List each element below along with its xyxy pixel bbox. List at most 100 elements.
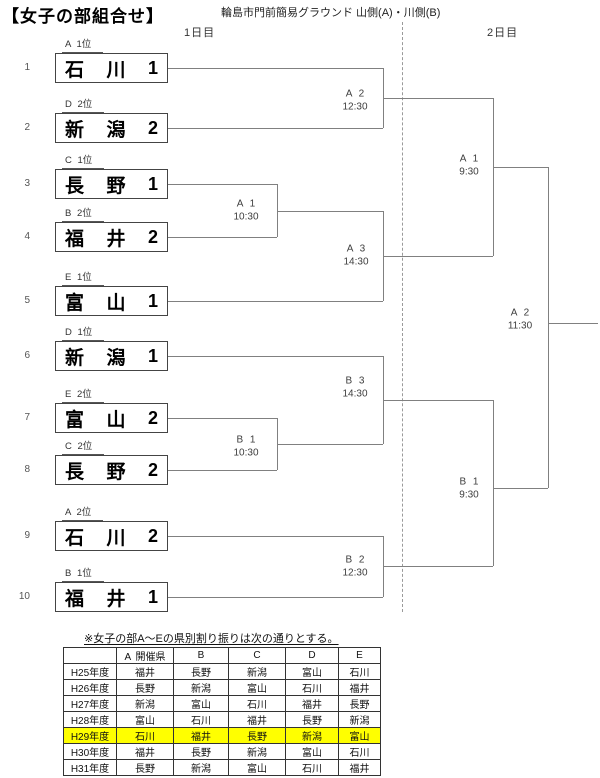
match-join-line (493, 400, 494, 566)
team-rank: 2 (147, 407, 158, 428)
table-year-cell: H29年度 (63, 727, 117, 744)
table-year-cell: H28年度 (63, 711, 117, 728)
day2-label: 2日目 (487, 27, 519, 39)
team-feed-line (168, 184, 277, 185)
match-out-line (548, 323, 598, 324)
slot-number: 6 (24, 350, 30, 361)
match-out-line (383, 566, 493, 567)
team-feed-line (168, 536, 383, 537)
slot-number: 9 (24, 530, 30, 541)
table-header-cell: E (338, 647, 381, 664)
table-row: H25年度福井長野新潟富山石川 (63, 663, 381, 680)
table-cell: 石川 (285, 679, 339, 696)
page-title: 【女子の部組合せ】 (2, 7, 164, 26)
match-id: A 2 (510, 307, 530, 319)
table-cell: 福井 (228, 711, 286, 728)
table-cell: 富山 (116, 711, 174, 728)
table-header-cell: A 開催県 (116, 647, 174, 664)
team-name: 新 (65, 347, 85, 369)
match-id: A 1 (236, 198, 256, 210)
table-header-cell (63, 647, 117, 664)
seed-label: A 2位 (62, 507, 104, 521)
team-rank: 1 (147, 173, 158, 194)
match-time: 9:30 (459, 489, 479, 500)
table-cell: 長野 (285, 711, 339, 728)
match-time: 12:30 (342, 101, 368, 112)
table-year-cell: H26年度 (63, 679, 117, 696)
seed-label: C 1位 (62, 155, 105, 169)
team-feed-line (168, 301, 383, 302)
table-year-cell: H30年度 (63, 743, 117, 760)
seed-label: C 2位 (62, 441, 105, 455)
team-rank: 1 (147, 586, 158, 607)
team-name: 富 (65, 292, 85, 314)
seed-label: B 1位 (62, 568, 104, 582)
slot-number: 3 (24, 178, 30, 189)
match-id: B 3 (345, 375, 365, 387)
highlight-row: H29年度石川福井長野新潟富山 (63, 727, 381, 744)
table-row: H30年度福井長野新潟富山石川 (63, 743, 381, 760)
table-cell: 新潟 (228, 663, 286, 680)
team-name: 野 (106, 175, 126, 197)
table-cell: 石川 (228, 695, 286, 712)
team-name: 川 (106, 527, 126, 549)
team-feed-line (168, 470, 277, 471)
match-time: 14:30 (343, 256, 369, 267)
table-cell: 石川 (285, 759, 339, 776)
table-cell: 新潟 (173, 759, 229, 776)
table-cell: 新潟 (173, 679, 229, 696)
table-row: H28年度富山石川福井長野新潟 (63, 711, 381, 728)
table-cell: 富山 (285, 663, 339, 680)
table-header-cell: B (173, 647, 229, 664)
team-name: 長 (65, 175, 85, 197)
allocation-note: ※女子の部A～Eの県別割り振りは次の通りとする。 (84, 633, 339, 645)
team-name: 野 (106, 461, 126, 483)
seed-label: A 1位 (62, 39, 104, 53)
day-divider-dashed-line (402, 22, 403, 612)
seed-label: B 2位 (62, 208, 104, 222)
table-cell: 長野 (173, 663, 229, 680)
seed-label: E 1位 (62, 272, 104, 286)
team-name: 井 (106, 588, 126, 610)
team-rank: 1 (147, 345, 158, 366)
team-name: 福 (65, 588, 85, 610)
slot-number: 8 (24, 464, 30, 475)
table-cell: 新潟 (228, 743, 286, 760)
team-name: 井 (106, 228, 126, 250)
team-name: 長 (65, 461, 85, 483)
table-cell: 石川 (338, 743, 381, 760)
match-id: A 2 (345, 88, 365, 100)
table-year-cell: H25年度 (63, 663, 117, 680)
table-row: H31年度長野新潟富山石川福井 (63, 759, 381, 776)
slot-number: 10 (18, 591, 30, 602)
team-name: 川 (106, 59, 126, 81)
seed-label: D 1位 (62, 327, 105, 341)
table-cell: 石川 (116, 727, 174, 744)
match-time: 14:30 (342, 388, 368, 399)
match-id: B 1 (459, 476, 479, 488)
team-name: 潟 (106, 119, 126, 141)
team-name: 石 (65, 527, 85, 549)
table-cell: 富山 (285, 743, 339, 760)
table-row: H27年度新潟富山石川福井長野 (63, 695, 381, 712)
team-feed-line (168, 356, 383, 357)
table-header-cell: C (228, 647, 286, 664)
